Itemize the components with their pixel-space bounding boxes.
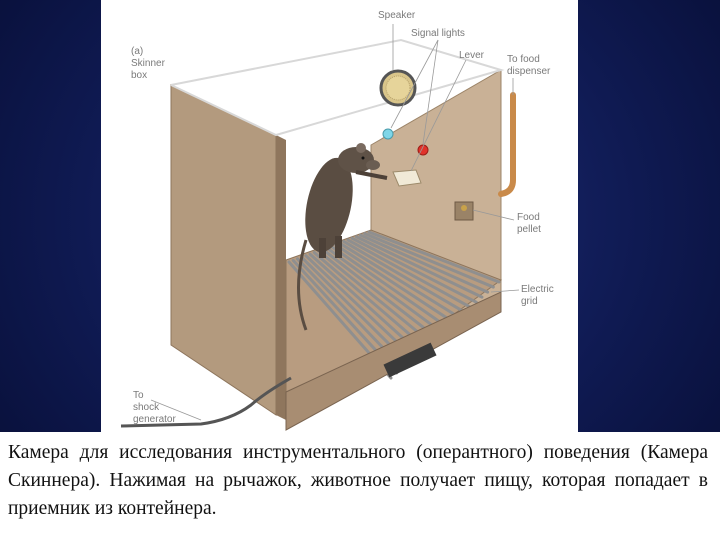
- grid-bar: [363, 232, 495, 289]
- grid-bar: [329, 244, 450, 329]
- food-pellet-icon: [461, 205, 467, 211]
- signal-light-blue-icon: [382, 128, 394, 140]
- grid-bar: [350, 236, 478, 304]
- grid-bar: [367, 230, 501, 284]
- grid-bar: [354, 235, 484, 299]
- caption-panel: Камера для исследования инструментальног…: [0, 432, 720, 540]
- base-connector: [383, 342, 437, 378]
- skinner-box-illustration: [120, 24, 520, 431]
- label-speaker: Speaker: [378, 10, 416, 21]
- grid-bar: [308, 252, 421, 355]
- leader-lines: [150, 24, 520, 421]
- grid-bar: [342, 239, 467, 314]
- rat-icon: [297, 143, 388, 331]
- grid-bar: [333, 243, 456, 324]
- label-food-dispenser: To food dispenser: [507, 54, 551, 77]
- lever-icon: [392, 169, 422, 187]
- grid-bar: [321, 247, 438, 340]
- label-food-pellet: Food pellet: [517, 212, 541, 235]
- left-wall: [170, 84, 277, 416]
- label-skinner-box: (a) Skinner box: [131, 46, 165, 81]
- shock-cable-icon: [120, 376, 292, 428]
- label-shock-generator: To shock generator: [133, 390, 176, 425]
- caption-text: Камера для исследования инструментальног…: [8, 442, 708, 519]
- grid-bar: [316, 249, 433, 345]
- label-signal-lights: Signal lights: [411, 28, 465, 39]
- grid-bar: [359, 233, 490, 294]
- grid-bar: [346, 238, 473, 309]
- grid-bar: [312, 251, 427, 350]
- label-lever: Lever: [459, 50, 485, 61]
- grid-bar: [325, 246, 444, 335]
- top-frame: [170, 38, 505, 137]
- food-tube-icon: [498, 92, 516, 197]
- skinner-box-figure: (a) Skinner box Speaker Signal lights Le…: [101, 0, 578, 432]
- grid-bar: [338, 241, 461, 319]
- front-wall-edge: [276, 135, 286, 420]
- label-electric-grid: Electric grid: [521, 284, 554, 307]
